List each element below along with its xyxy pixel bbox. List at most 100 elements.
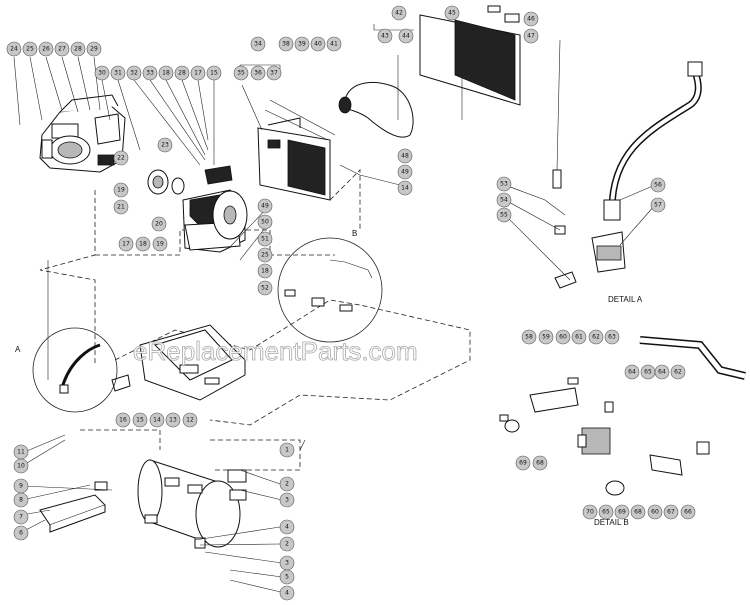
callout-31: 31 [110, 65, 126, 81]
callout-bubble [598, 504, 614, 520]
callout-number: 50 [261, 219, 269, 226]
callout-25b: 25 [257, 247, 273, 263]
leader-lines [13, 24, 656, 594]
callout-number: 34 [254, 41, 262, 48]
callout-number: 39 [298, 41, 306, 48]
callout-bubble [279, 476, 295, 492]
callout-27: 27 [54, 41, 70, 57]
callout-18b: 18 [257, 263, 273, 279]
callout-number: 28 [74, 46, 82, 53]
callout-bubble [118, 236, 134, 252]
callout-bubble [174, 65, 190, 81]
callout-number: 53 [500, 181, 508, 188]
callout-15b: 15 [132, 412, 148, 428]
callout-60a: 60 [555, 329, 571, 345]
callout-52: 52 [257, 280, 273, 296]
callout-number: 4 [285, 590, 289, 597]
callout-number: 61 [575, 334, 583, 341]
callout-18c: 18 [135, 236, 151, 252]
callout-number: 11 [17, 449, 25, 456]
callout-number: 55 [500, 212, 508, 219]
callout-53: 53 [496, 176, 512, 192]
callout-19a: 19 [113, 182, 129, 198]
callout-bubble [13, 509, 29, 525]
callout-number: 64 [628, 369, 636, 376]
callout-number: 38 [282, 41, 290, 48]
callout-46: 46 [523, 11, 539, 27]
callout-number: 45 [448, 10, 456, 17]
callout-26: 26 [38, 41, 54, 57]
callout-number: 40 [314, 41, 322, 48]
callout-bubble [397, 180, 413, 196]
watermark: eReplacementParts.com [133, 336, 418, 366]
callout-5: 5 [279, 569, 295, 585]
callout-9: 9 [13, 478, 29, 494]
callout-number: 58 [525, 334, 533, 341]
callout-bubble [523, 11, 539, 27]
callout-bubble [279, 492, 295, 508]
callout-bubble [279, 585, 295, 601]
callout-66: 66 [680, 504, 696, 520]
callout-bubble [135, 236, 151, 252]
callout-8: 8 [13, 492, 29, 508]
callout-number: 19 [156, 241, 164, 248]
callout-bubble [523, 28, 539, 44]
callout-51: 51 [257, 231, 273, 247]
callout-number: 20 [155, 221, 163, 228]
callout-50: 50 [257, 214, 273, 230]
callout-6: 6 [13, 525, 29, 541]
callout-54: 54 [496, 192, 512, 208]
callout-2a: 2 [279, 476, 295, 492]
callout-57: 57 [650, 197, 666, 213]
callout-bubble [391, 5, 407, 21]
callout-68a: 68 [532, 455, 548, 471]
callout-number: 57 [654, 202, 662, 209]
callout-18a: 18 [158, 65, 174, 81]
callout-bubble [113, 150, 129, 166]
callout-bubble [279, 519, 295, 535]
callout-number: 14 [401, 185, 409, 192]
callout-number: 27 [58, 46, 66, 53]
callout-bubble [310, 36, 326, 52]
callout-69b: 69 [614, 504, 630, 520]
callout-13: 13 [165, 412, 181, 428]
callout-number: 60 [559, 334, 567, 341]
callout-20: 20 [151, 216, 167, 232]
callout-bubble [94, 65, 110, 81]
callout-number: 67 [667, 509, 675, 516]
callout-62a: 62 [588, 329, 604, 345]
callout-number: 25 [26, 46, 34, 53]
callout-number: 60 [651, 509, 659, 516]
callout-1: 1 [279, 442, 295, 458]
callout-bubble [70, 41, 86, 57]
detail-b-circle: B [277, 229, 383, 343]
callout-bubble [250, 36, 266, 52]
callout-number: 68 [536, 460, 544, 467]
callout-bubble [279, 442, 295, 458]
detail-b-label: DETAIL B [594, 518, 629, 527]
v-belt [338, 82, 414, 138]
callout-28: 28 [70, 41, 86, 57]
belt-guard [257, 99, 336, 201]
callout-bubble [496, 207, 512, 223]
callout-bubble [614, 504, 630, 520]
callout-number: 48 [401, 153, 409, 160]
callout-bubble [397, 164, 413, 180]
engine [39, 94, 126, 173]
callout-number: 17 [122, 241, 130, 248]
callout-bubble [680, 504, 696, 520]
callout-number: 17 [194, 70, 202, 77]
air-tank [137, 459, 247, 549]
callout-bubble [624, 364, 640, 380]
callout-32: 32 [126, 65, 142, 81]
callout-bubble [670, 364, 686, 380]
callout-number: 2 [285, 541, 289, 548]
pulley [147, 169, 185, 195]
callout-number: 19 [117, 187, 125, 194]
callout-59: 59 [538, 329, 554, 345]
callout-bubble [151, 216, 167, 232]
detail-a-circle-label: A [15, 345, 21, 354]
callout-bubble [444, 5, 460, 21]
callout-number: 68 [634, 509, 642, 516]
callout-number: 37 [270, 70, 278, 77]
